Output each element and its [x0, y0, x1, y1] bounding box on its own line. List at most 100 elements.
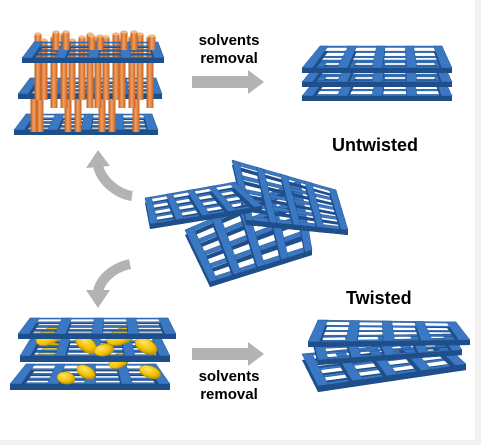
ell-stack-layer-1 — [17, 317, 177, 339]
rod-body — [52, 32, 60, 50]
right-arrow-icon — [192, 342, 264, 366]
guest-rod — [148, 34, 156, 50]
lattice-bar — [126, 317, 140, 335]
guest-rod — [52, 30, 60, 50]
lattice-bar — [304, 180, 325, 228]
lattice-bar — [144, 196, 159, 225]
guest-rod — [74, 94, 82, 132]
rod-body — [40, 40, 48, 100]
guest-ellipsoid — [93, 343, 115, 357]
rod-body — [108, 96, 116, 132]
untwisted-label: Untwisted — [332, 135, 419, 155]
lattice-bar — [301, 45, 329, 69]
lattice-bar — [184, 226, 218, 283]
curved-arrow-icon — [93, 164, 134, 201]
rod-body — [62, 32, 70, 50]
guest-rod — [96, 34, 104, 50]
lattice-bar — [301, 352, 329, 387]
rod-cap — [34, 32, 42, 36]
guest-rod — [108, 94, 116, 132]
bottom-process-label: solvents removal — [189, 368, 269, 404]
lattice-bar — [80, 113, 94, 131]
lattice-bar — [186, 189, 211, 216]
bottom-process-line2: removal — [200, 386, 258, 403]
stack-layer-3 — [13, 113, 159, 135]
lattice-bar — [280, 173, 301, 226]
rod-body — [96, 36, 104, 50]
rod-body — [98, 96, 106, 132]
guest-rod — [62, 30, 70, 50]
guest-rod — [88, 34, 96, 50]
guest-ellipsoid — [76, 364, 96, 380]
rod-cap — [96, 34, 104, 38]
lattice-bar — [165, 192, 185, 221]
rod-body — [88, 36, 96, 50]
center-sheets — [144, 159, 349, 287]
rod-cap — [112, 32, 120, 36]
rod-cap — [40, 38, 48, 42]
rod-body — [50, 37, 58, 108]
rod-cap — [78, 35, 86, 39]
lattice-bar — [46, 363, 66, 385]
rod-cap — [68, 38, 76, 42]
top-process-line1: solvents — [198, 32, 260, 49]
rod-cap — [148, 34, 156, 38]
guest-rod — [40, 38, 48, 100]
right-arrow-icon — [192, 70, 264, 94]
rod-body — [36, 96, 44, 132]
guest-rod — [34, 32, 42, 100]
rod-body — [120, 32, 128, 50]
rod-cap — [130, 30, 138, 34]
rod-body — [130, 32, 138, 50]
top-process-line2: removal — [200, 50, 258, 67]
lattice-bar — [414, 321, 433, 341]
guest-rod — [136, 32, 144, 100]
guest-rod — [68, 38, 76, 100]
guest-ellipsoid — [134, 337, 158, 355]
lattice-bar — [445, 321, 471, 341]
rod-cap — [120, 30, 128, 34]
rod-cap — [136, 32, 144, 36]
rod-body — [128, 37, 136, 108]
rod-body — [68, 40, 76, 100]
rod-body — [30, 96, 38, 132]
guest-rod — [102, 35, 110, 100]
lattice-bar — [371, 45, 386, 69]
lattice-bar — [21, 41, 44, 59]
lattice-bar — [54, 317, 72, 335]
guest-rod — [30, 94, 38, 132]
rod-body — [74, 96, 82, 132]
rod-body — [136, 34, 144, 100]
curved-arrow-head — [86, 290, 110, 308]
rod-cap — [102, 35, 110, 39]
twisted-layer-1 — [307, 319, 471, 347]
rod-body — [146, 37, 154, 108]
lattice-bar — [17, 317, 41, 335]
lattice-bar — [381, 320, 395, 342]
lattice-bar — [255, 166, 278, 224]
lattice-bar — [207, 185, 237, 212]
rod-body — [148, 36, 156, 50]
curved-arrow-head — [86, 150, 110, 168]
lattice-bar — [336, 45, 358, 69]
lattice-bar — [345, 320, 360, 342]
rod-body — [78, 37, 86, 100]
rod-body — [86, 34, 94, 108]
guest-ellipsoid — [56, 371, 76, 385]
lattice-bar — [328, 187, 349, 231]
rod-pillared-stack — [13, 30, 165, 135]
twisted-label: Twisted — [346, 288, 412, 308]
top-process-label: solvents removal — [189, 32, 269, 68]
lattice-bar — [404, 45, 418, 69]
bottom-process-line1: solvents — [198, 368, 260, 385]
guest-ellipsoid — [139, 364, 161, 380]
rod-body — [94, 40, 102, 108]
lattice-bar — [228, 181, 263, 208]
guest-rod — [120, 30, 128, 50]
untwisted-stack — [301, 45, 453, 101]
lattice-bar — [365, 346, 398, 377]
rod-body — [118, 40, 126, 108]
rod-cap — [88, 34, 96, 38]
rod-body — [112, 34, 120, 100]
